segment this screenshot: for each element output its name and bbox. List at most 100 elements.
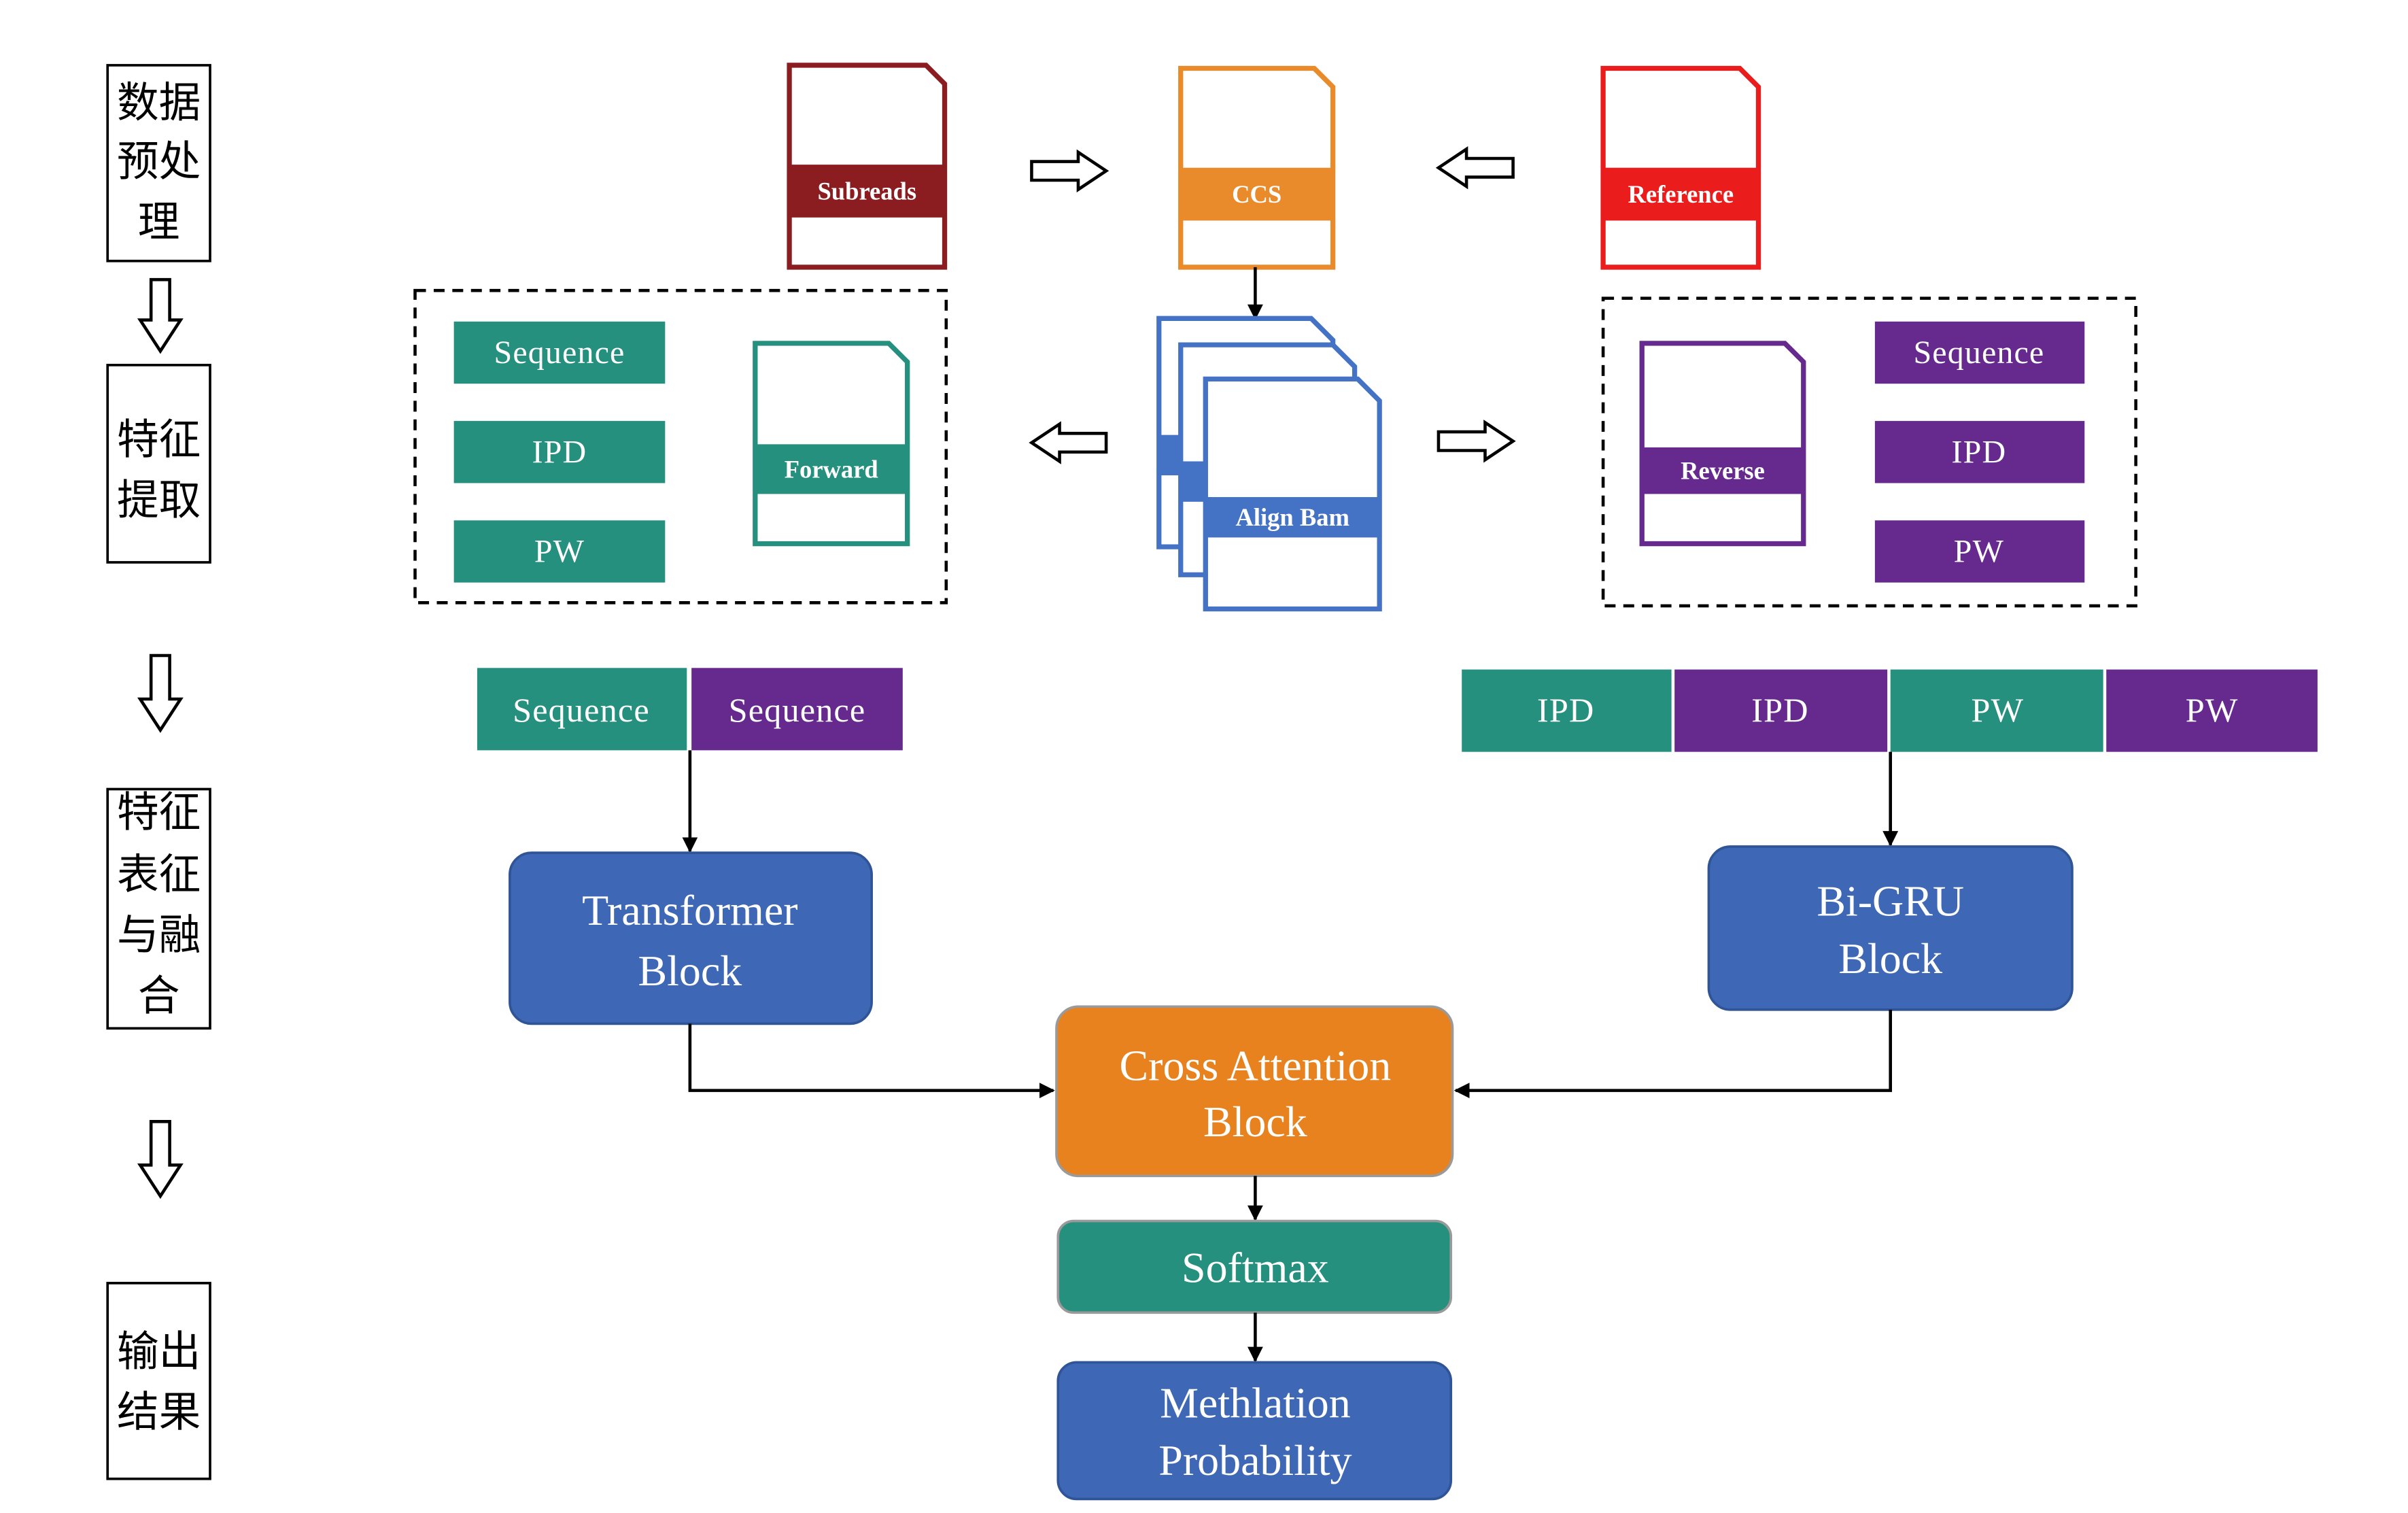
reference-label: Reference: [1628, 180, 1734, 208]
feature-rect: [1874, 321, 2085, 384]
feature-rect: [453, 421, 666, 483]
stage-label-line: 输出: [117, 1327, 201, 1376]
block-label-line: Methlation: [1160, 1378, 1351, 1427]
block-label-line: Cross Attention: [1120, 1042, 1392, 1090]
forward-feature-sequence: Sequence: [453, 321, 666, 384]
signal-input-bar: IPD IPD PW PW: [1462, 669, 2318, 752]
stage-label-line: 表征: [117, 850, 201, 899]
input-cell: [1890, 669, 2103, 752]
block-rect: [1055, 1005, 1454, 1178]
stage-box: [106, 787, 211, 1030]
document-outline: [1639, 341, 1806, 547]
subreads-label: Subreads: [817, 177, 916, 205]
cross-attention-block: Cross Attention Block: [1055, 1005, 1454, 1178]
stage-feature-fusion: 特征 表征 与融 合: [106, 787, 211, 1030]
input-cell: [2106, 669, 2318, 752]
stage-label-line: 数据: [117, 78, 201, 127]
sequence-input-forward: Sequence: [477, 668, 687, 751]
feature-label: Sequence: [1913, 335, 2044, 371]
stage-output: 输出 结果: [106, 1282, 211, 1480]
block-label-line: Transformer: [582, 886, 797, 934]
stage-label-line: 特征: [117, 415, 201, 464]
block-rect: [1056, 1361, 1453, 1501]
document-label-band: [1205, 497, 1380, 538]
subreads-file-icon: Subreads: [787, 63, 948, 270]
left-hollow-arrow-icon: [1029, 421, 1108, 464]
stage-label-line: 特征: [117, 788, 201, 837]
feature-label: PW: [1954, 533, 2004, 569]
feature-label: IPD: [1952, 434, 2007, 470]
sequence-input-reverse: Sequence: [691, 668, 903, 751]
reverse-feature-sequence: Sequence: [1874, 321, 2085, 384]
stage-box: [106, 364, 211, 564]
stage-box: [106, 64, 211, 262]
block-label-line: Block: [1203, 1098, 1307, 1146]
methylation-probability-block: Methlation Probability: [1056, 1361, 1453, 1501]
stage-down-arrow-icon: [137, 1120, 184, 1200]
document-label-band: [1642, 447, 1804, 494]
feature-rect: [453, 520, 666, 583]
stage-label-line: 提取: [117, 476, 201, 525]
reference-file-icon: Reference: [1600, 65, 1761, 270]
reverse-feature-group: Reverse Sequence IPD PW: [1601, 296, 2137, 608]
input-cell: [1674, 669, 1888, 752]
softmax-label: Softmax: [1182, 1244, 1329, 1292]
document-outline: [1600, 65, 1761, 270]
reverse-dashed-border: [1601, 296, 2137, 608]
reverse-file-icon: Reverse: [1639, 341, 1806, 547]
bam-page-front: Align Bam: [1203, 376, 1382, 612]
input-cell-label: Sequence: [513, 691, 650, 729]
softmax-block: Softmax: [1056, 1219, 1453, 1314]
stage-label-line: 预处: [117, 137, 201, 186]
stage-box: [106, 1282, 211, 1480]
forward-feature-pw: PW: [453, 520, 666, 583]
stage-label-line: 合: [138, 971, 180, 1020]
block-label-line: Bi-GRU: [1817, 877, 1964, 925]
input-cell: [1462, 669, 1672, 752]
block-rect: [1707, 845, 2074, 1011]
stage-label-line: 与融: [117, 911, 201, 959]
block-label-line: Probability: [1158, 1436, 1352, 1484]
input-cell: [691, 668, 903, 751]
input-cell-label: PW: [2186, 691, 2239, 729]
signal-input-ipd-forward: IPD: [1462, 669, 1672, 752]
left-hollow-arrow-icon: [1435, 146, 1515, 190]
document-label-band: [755, 444, 908, 494]
feature-label: IPD: [532, 434, 587, 470]
bigru-block: Bi-GRU Block: [1707, 845, 2074, 1011]
forward-feature-ipd: IPD: [453, 421, 666, 483]
ccs-label: CCS: [1232, 180, 1282, 208]
stage-label-line: 理: [138, 198, 180, 247]
ccs-file-icon: CCS: [1178, 65, 1336, 270]
block-rect: [509, 851, 873, 1025]
align-bam-label: Align Bam: [1235, 503, 1349, 531]
forward-file-icon: Forward: [753, 341, 910, 547]
document-label-band: [1180, 167, 1333, 221]
input-cell: [477, 668, 687, 751]
forward-label: Forward: [785, 455, 878, 483]
document-outline: [1178, 65, 1336, 270]
input-cell-label: Sequence: [729, 691, 866, 729]
forward-dashed-border: [413, 288, 948, 605]
bigru-to-cross-attention-arrow: [1454, 1009, 1892, 1099]
stage-label-line: 结果: [117, 1388, 201, 1437]
stage-feature-extraction: 特征 提取: [106, 364, 211, 564]
sequence-input-bar: Sequence Sequence: [477, 668, 903, 751]
document-label-band: [789, 165, 945, 218]
feature-rect: [1874, 520, 2085, 583]
block-label-line: Block: [1838, 934, 1942, 983]
reverse-feature-pw: PW: [1874, 520, 2085, 583]
forward-feature-group: Sequence IPD PW Forward: [413, 288, 948, 605]
transformer-block: Transformer Block: [509, 851, 873, 1025]
stage-down-arrow-icon: [137, 277, 184, 354]
signal-input-pw-reverse: PW: [2106, 669, 2318, 752]
reverse-label: Reverse: [1681, 457, 1765, 485]
feature-label: Sequence: [494, 335, 625, 371]
block-label-line: Block: [638, 947, 742, 995]
document-outline: [753, 341, 910, 547]
feature-rect: [453, 321, 666, 384]
input-cell-label: IPD: [1537, 691, 1594, 729]
document-label-band: [1603, 167, 1759, 221]
stage-down-arrow-icon: [137, 653, 184, 733]
transformer-to-cross-attention-arrow: [688, 1023, 1055, 1099]
